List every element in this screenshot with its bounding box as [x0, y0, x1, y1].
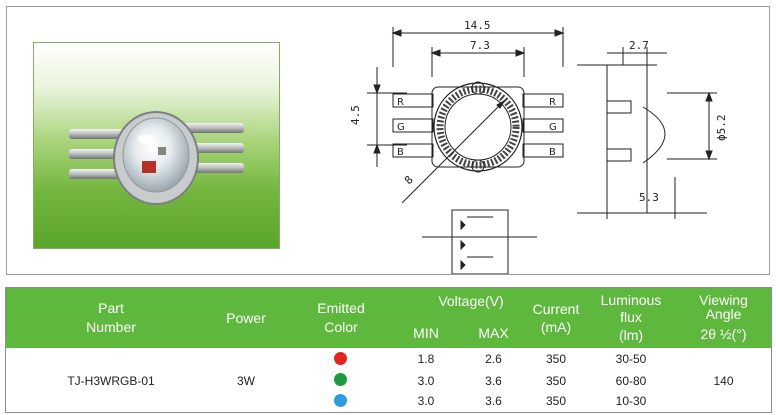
header-current-2: (mA) [540, 319, 572, 335]
header-luminous-1: Luminous [600, 292, 662, 308]
dim-diagonal: 8 [402, 173, 416, 187]
dim-height: 4.5 [349, 105, 362, 125]
cell-current: 350 [545, 374, 567, 388]
header-part-number-2: Number [86, 319, 136, 335]
header-emitted-color-1: Emitted [317, 300, 365, 316]
header-power: Power [226, 310, 266, 326]
cell-current: 350 [545, 394, 567, 408]
pin-label-right-g: G [549, 122, 557, 133]
header-luminous-2: flux [620, 309, 642, 325]
cell-vmax: 3.6 [485, 394, 502, 408]
cell-vmin: 1.8 [417, 352, 435, 366]
cell-vmin: 3.0 [417, 374, 435, 388]
led-product-photo [33, 42, 280, 249]
pin-label-left-b: B [397, 147, 404, 158]
header-part-number-1: Part [98, 300, 124, 316]
table-header: Part Number Power Emitted Color Voltage(… [6, 288, 771, 348]
dim-side-length: 5.3 [639, 191, 659, 204]
spec-table: Part Number Power Emitted Color Voltage(… [5, 287, 772, 413]
dim-total-width: 14.5 [464, 19, 491, 32]
header-voltage: Voltage(V) [438, 293, 504, 309]
header-voltage-max: MAX [478, 325, 509, 341]
cell-vmax: 2.6 [485, 352, 502, 366]
cell-vmax: 3.6 [485, 374, 502, 388]
dim-side-thickness: 2.7 [629, 39, 649, 52]
header-luminous-3: (lm) [618, 327, 644, 343]
dimension-drawing: 14.5 7.3 4.5 8 2.7 ϕ5.2 5.3 R G B R G B [349, 19, 728, 274]
header-viewing-2: Angle [705, 306, 742, 322]
dim-lens-width: 7.3 [470, 39, 490, 52]
cell-part-number: TJ-H3WRGB-01 [67, 374, 155, 388]
color-dot-blue [334, 394, 347, 407]
color-dot-green [334, 373, 347, 386]
pin-label-right-r: R [549, 97, 556, 108]
color-dot-red [334, 352, 347, 365]
cell-power: 3W [237, 374, 255, 388]
header-current-1: Current [532, 301, 580, 317]
cell-current: 350 [545, 352, 567, 366]
pin-label-right-b: B [549, 147, 556, 158]
header-emitted-color-2: Color [324, 319, 358, 335]
cell-vmin: 3.0 [417, 394, 435, 408]
pin-label-left-r: R [397, 97, 404, 108]
led-photo-illustration [69, 111, 244, 205]
header-voltage-min: MIN [413, 325, 439, 341]
dim-dome-diameter: ϕ5.2 [715, 115, 728, 142]
product-drawing-panel: 14.5 7.3 4.5 8 2.7 ϕ5.2 5.3 R G B R G B [6, 6, 770, 275]
cell-flux: 60-80 [615, 374, 647, 388]
header-viewing-3: 2θ ½(°) [700, 326, 747, 342]
cell-flux: 10-30 [615, 394, 647, 408]
pin-label-left-g: G [397, 122, 405, 133]
cell-flux: 30-50 [615, 352, 647, 366]
header-viewing-1: Viewing [699, 292, 748, 308]
cell-viewing-angle: 140 [713, 374, 734, 388]
